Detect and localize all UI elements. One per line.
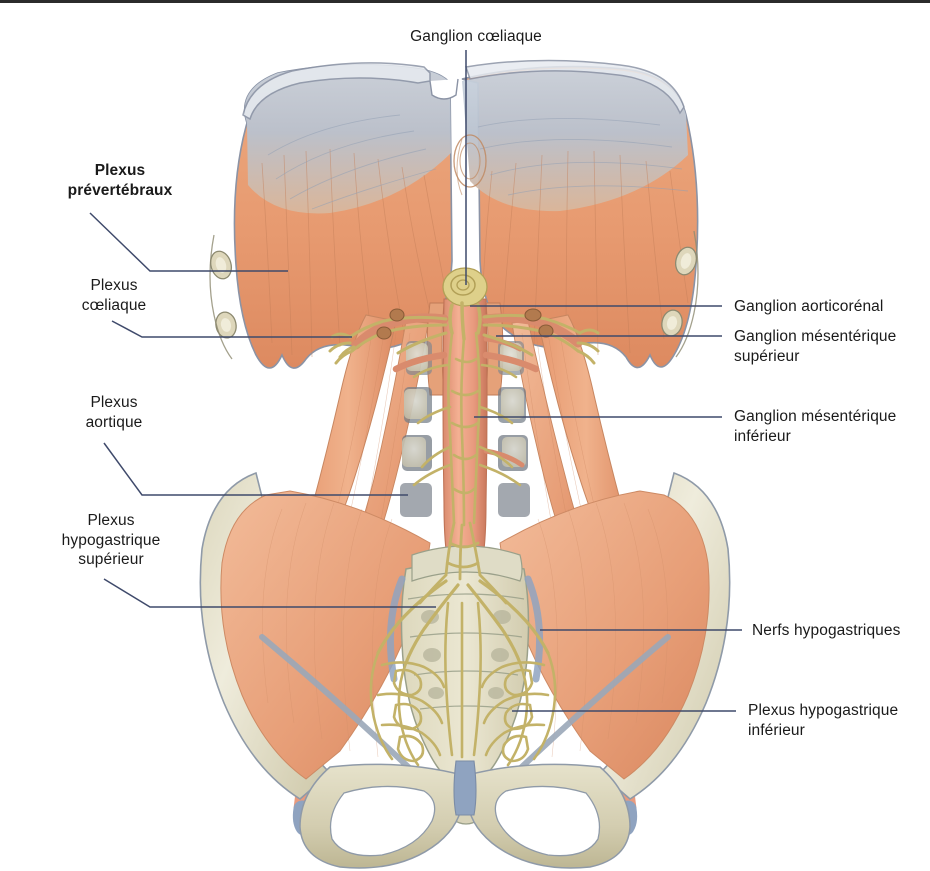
anatomy-illustration — [89, 50, 742, 869]
pubis-and-ischium — [299, 760, 631, 869]
label-plexus-hypogastrique-inferieur: Plexus hypogastrique inférieur — [748, 702, 899, 739]
label-plexus-prevertebraux: Plexus prévertébraux — [67, 162, 173, 199]
label-ganglion-mesenterique-superieur: Ganglion mésentérique supérieur — [734, 328, 897, 365]
label-plexus-hypogastrique-superieur: Plexus hypogastrique supérieur — [61, 512, 161, 569]
label-ganglion-aorticorenal: Ganglion aorticorénal — [734, 298, 884, 315]
leader-plexus-coeliaque — [111, 320, 352, 338]
rib-cross-sections — [209, 230, 699, 360]
ganglion-aorticorenal-mark — [376, 308, 554, 340]
plexus-hypogastrique-inferieur-nerves — [369, 601, 557, 767]
label-plexus-aortique: Plexus aortique — [85, 394, 143, 431]
diaphragm-left — [233, 64, 453, 369]
lumbar-vertebrae — [400, 341, 530, 517]
pelvis — [199, 471, 731, 812]
celiac-ganglion — [442, 267, 488, 341]
label-ganglion-coeliaque: Ganglion cœliaque — [410, 28, 542, 45]
diaphragm-right — [461, 65, 699, 369]
leader-lines — [89, 50, 742, 712]
label-plexus-coeliaque: Plexus cœliaque — [81, 277, 147, 314]
leader-plexus-hypogastrique-superieur — [103, 578, 436, 608]
plexus-aortique — [412, 331, 522, 527]
leader-plexus-aortique — [103, 442, 408, 496]
nerve-plexuses — [328, 267, 600, 767]
anatomical-figure: Plexus prévertébraux Plexus cœliaque Ple… — [0, 3, 930, 871]
label-nerfs-hypogastriques: Nerfs hypogastriques — [752, 622, 901, 639]
leader-plexus-prevertebraux — [89, 212, 288, 272]
label-ganglion-mesenterique-inferieur: Ganglion mésentérique inférieur — [734, 408, 897, 445]
esophageal-hiatus — [453, 134, 487, 196]
diaphragm-central-tendon-edge — [242, 59, 685, 121]
nerfs-hypogastriques-nerves — [376, 579, 550, 665]
